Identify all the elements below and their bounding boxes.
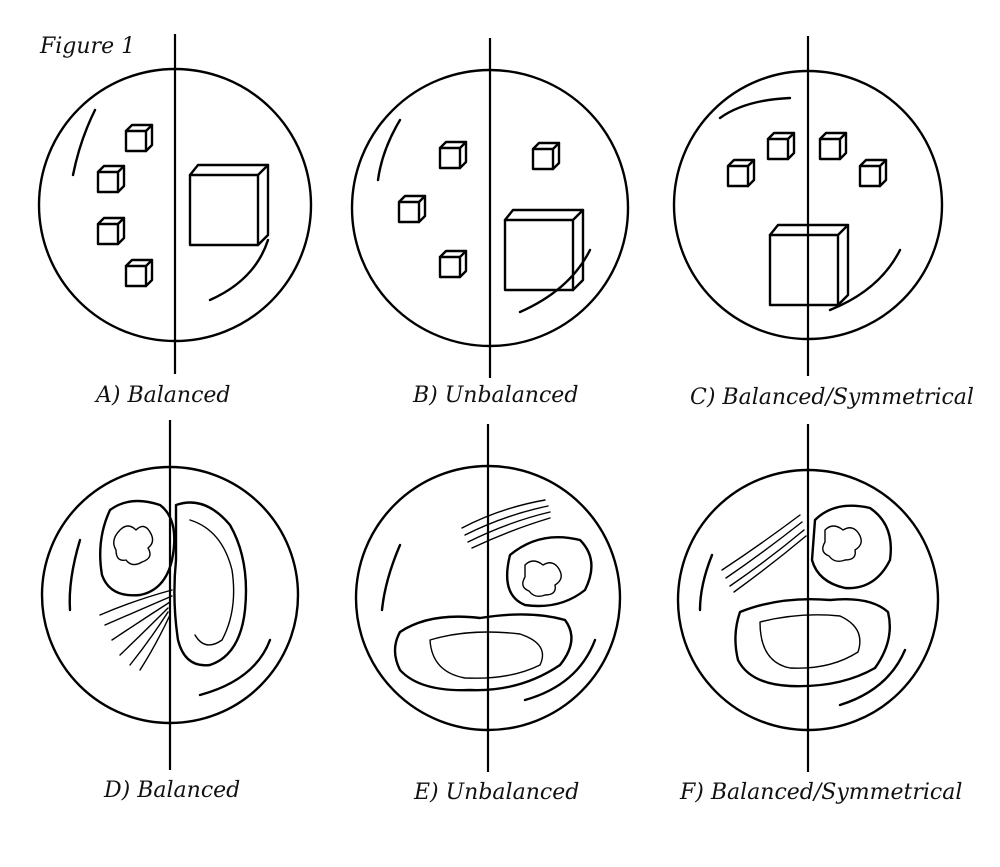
panel-e: [354, 424, 622, 772]
panel-c: [672, 36, 944, 376]
panel-f-meat-inner: [759, 614, 861, 669]
panel-b-cube-4: [531, 141, 561, 171]
plate-c-rim-top: [718, 96, 792, 120]
panel-e-meat: [393, 613, 573, 692]
panel-b-cube-3: [438, 249, 468, 279]
panel-f-meat: [734, 598, 892, 688]
plate-b-rim-left: [376, 118, 402, 182]
panel-c-cube-4: [858, 158, 888, 188]
panel-a-cube-4: [124, 258, 154, 288]
panel-b-cube-1: [438, 140, 468, 170]
plate-f-rim-left: [698, 553, 714, 612]
panel-e-potato-texture: [522, 560, 562, 598]
caption-e: E) Unbalanced: [414, 780, 580, 805]
plate-c-rim-right: [828, 248, 902, 312]
panel-c-cube-3: [818, 131, 848, 161]
plate-e-rim-right: [523, 638, 597, 702]
plate-f-rim-right: [838, 648, 907, 707]
panel-a-large-cube: [188, 163, 270, 247]
caption-a: A) Balanced: [96, 383, 231, 408]
panel-d-greens: [99, 589, 173, 671]
plate-d-rim-left: [68, 538, 82, 612]
caption-b: B) Unbalanced: [413, 383, 579, 408]
panel-e-greens: [461, 499, 551, 549]
panel-d-potato: [99, 499, 176, 597]
panel-d-meat-inner: [189, 519, 235, 646]
panel-c-cube-1: [726, 158, 756, 188]
caption-f: F) Balanced/Symmetrical: [680, 780, 963, 805]
plate-a-rim-left: [71, 108, 97, 177]
caption-c: C) Balanced/Symmetrical: [690, 385, 974, 410]
panel-b: [350, 38, 630, 378]
plate-e-rim-left: [380, 543, 402, 612]
plate-b-rim-right: [518, 248, 592, 314]
panel-f-greens: [721, 514, 807, 593]
plate-a-rim-right: [208, 238, 270, 302]
panel-c-cube-2: [766, 131, 796, 161]
figure-title: Figure 1: [40, 34, 136, 59]
panel-d-meat: [173, 501, 248, 667]
panel-b-cube-2: [397, 194, 427, 224]
panel-a-cube-3: [96, 216, 126, 246]
caption-d: D) Balanced: [104, 778, 241, 803]
panel-e-potato: [505, 536, 593, 608]
panel-f-potato-texture: [822, 525, 862, 563]
panel-e-meat-inner: [429, 631, 544, 679]
panel-f: [676, 424, 940, 772]
panel-f-potato: [810, 504, 892, 590]
panel-a: [37, 34, 313, 374]
panel-d-potato-texture: [113, 525, 154, 566]
plate-d-rim-right: [198, 638, 272, 697]
panel-a-cube-2: [96, 164, 126, 194]
panel-d: [40, 420, 300, 770]
panel-a-cube-1: [124, 123, 154, 153]
